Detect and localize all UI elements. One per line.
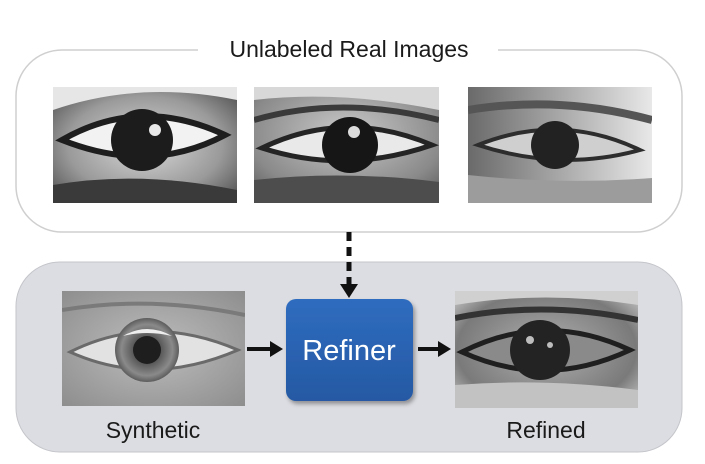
refined-eye-image [455,291,638,408]
real-images-title: Unlabeled Real Images [229,36,468,62]
real-eye-image-3 [468,87,652,203]
refiner-label: Refiner [302,335,396,367]
real-eye-image-2 [254,87,439,203]
synthetic-eye-image [62,291,245,406]
real-eye-image-1 [53,87,237,203]
refiner-box [286,299,413,401]
title-mask [198,34,498,64]
synthetic-label: Synthetic [106,417,201,443]
connector-arrowhead [340,284,358,298]
arrow-right-icon [270,341,283,357]
arrow-right-icon [438,341,451,357]
refined-label: Refined [506,417,585,443]
